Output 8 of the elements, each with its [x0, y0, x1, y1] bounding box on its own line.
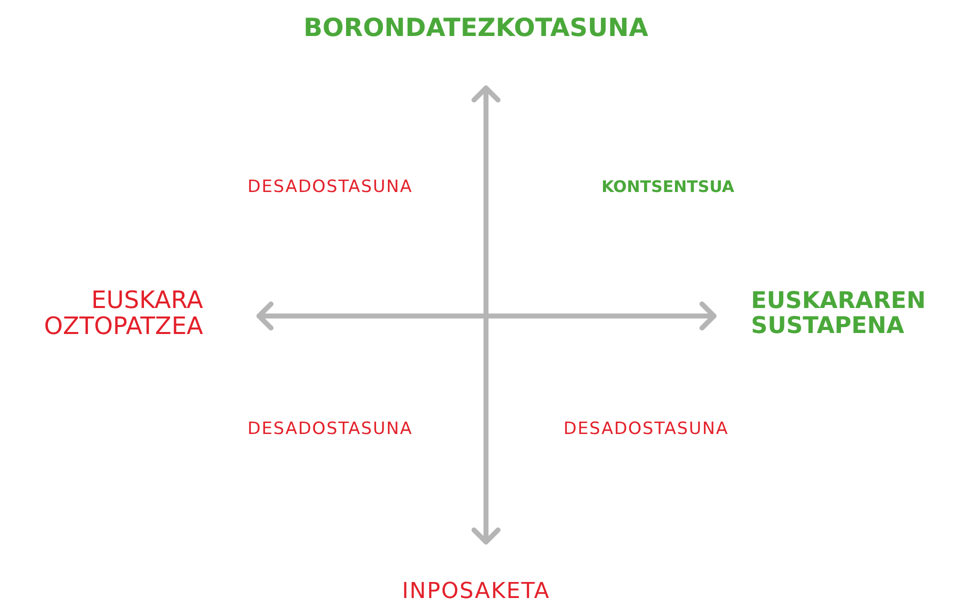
quadrant-label: DESADOSTASUNA — [248, 178, 413, 197]
quadrant-label: KONTSENTSUA — [602, 178, 734, 196]
axis-label: BORONDATEZKOTASUNA — [304, 14, 648, 42]
axis-label: INPOSAKETA — [402, 580, 550, 604]
axis-label: EUSKARA OZTOPATZEA — [44, 287, 204, 340]
quadrant-label: DESADOSTASUNA — [248, 420, 413, 439]
quadrant-label: DESADOSTASUNA — [564, 420, 729, 439]
axis-label: EUSKARAREN SUSTAPENA — [751, 289, 926, 340]
